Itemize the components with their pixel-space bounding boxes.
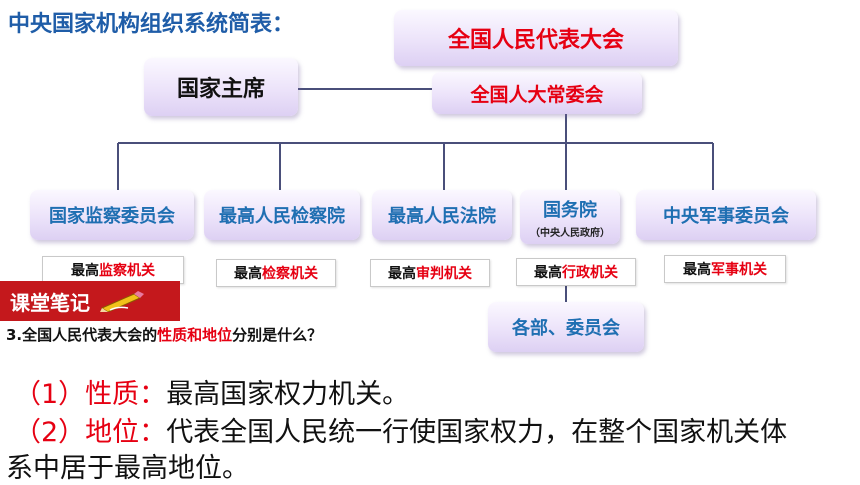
function-prefix: 最高 <box>71 263 99 279</box>
node-president-label: 国家主席 <box>176 77 265 102</box>
node-ministries: 各部、委员会 <box>488 302 644 352</box>
class-notes-label: 课堂笔记 <box>10 290 90 315</box>
answer-status: （2）地位：代表全国人民统一行使国家权力，在整个国家机关体 <box>14 410 787 449</box>
node-military-label: 中央军事委员会 <box>663 206 789 227</box>
function-label-military: 最高军事机关 <box>664 255 786 283</box>
node-standing-committee: 全国人大常委会 <box>432 72 642 114</box>
pencil-icon <box>100 291 144 312</box>
function-key: 审判机关 <box>416 266 472 282</box>
page-title: 中央国家机构组织系统简表： <box>8 12 295 37</box>
node-standing-committee-label: 全国人大常委会 <box>470 83 604 106</box>
function-label-state-council: 最高行政机关 <box>516 258 636 286</box>
question-post: 分别是什么？ <box>232 326 323 344</box>
node-procuratorate-label: 最高人民检察院 <box>219 206 345 227</box>
answer-status-key: （2）地位： <box>14 417 167 448</box>
node-state-council: 国务院 （中央人民政府） <box>520 190 620 244</box>
node-state-council-label: 国务院 <box>543 199 597 221</box>
node-npc-label: 全国人民代表大会 <box>447 28 624 53</box>
function-label-court: 最高审判机关 <box>370 259 490 287</box>
node-supervision: 国家监察委员会 <box>30 190 194 240</box>
function-prefix: 最高 <box>683 262 711 278</box>
function-key: 监察机关 <box>99 263 155 279</box>
node-military: 中央军事委员会 <box>636 190 816 240</box>
function-prefix: 最高 <box>234 266 262 282</box>
answer-status-continuation: 系中居于最高地位。 <box>6 453 249 484</box>
class-notes-badge: 课堂笔记 <box>0 281 180 321</box>
question-key: 性质和地位 <box>157 326 233 344</box>
node-supervision-label: 国家监察委员会 <box>49 206 175 227</box>
node-court-label: 最高人民法院 <box>388 206 496 227</box>
function-key: 检察机关 <box>262 266 318 282</box>
answer-nature-text: 最高国家权力机关。 <box>166 379 410 410</box>
answer-status-text: 代表全国人民统一行使国家权力，在整个国家机关体 <box>166 417 788 448</box>
question-text: 3.全国人民代表大会的性质和地位分别是什么？ <box>6 324 322 345</box>
function-prefix: 最高 <box>388 266 416 282</box>
node-president: 国家主席 <box>144 58 298 116</box>
answer-nature-key: （1）性质： <box>14 379 167 410</box>
node-procuratorate: 最高人民检察院 <box>204 190 360 240</box>
node-npc: 全国人民代表大会 <box>394 10 678 66</box>
function-key: 行政机关 <box>562 265 618 281</box>
node-court: 最高人民法院 <box>372 190 512 240</box>
function-prefix: 最高 <box>534 265 562 281</box>
function-key: 军事机关 <box>711 262 767 278</box>
node-state-council-sublabel: （中央人民政府） <box>530 227 610 239</box>
function-label-procuratorate: 最高检察机关 <box>216 259 336 287</box>
function-label-supervision: 最高监察机关 <box>42 256 184 284</box>
question-pre: 3.全国人民代表大会的 <box>6 326 158 344</box>
answer-nature: （1）性质：最高国家权力机关。 <box>14 372 409 411</box>
node-ministries-label: 各部、委员会 <box>512 318 620 339</box>
